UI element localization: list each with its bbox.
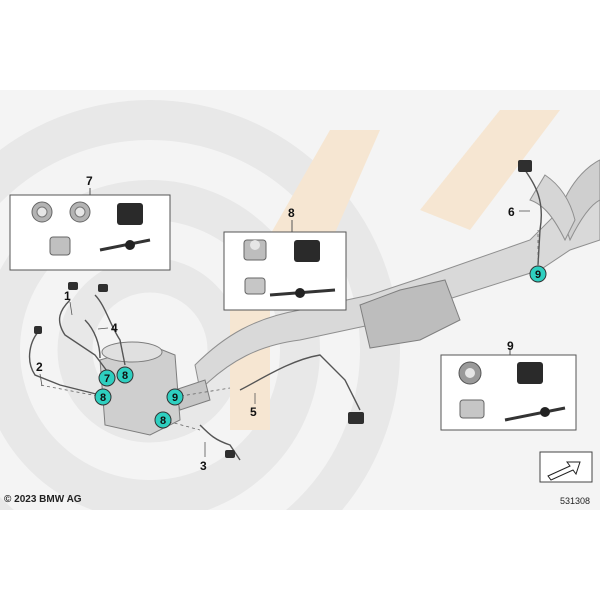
marker-9b: 9 <box>535 269 541 281</box>
marker-7-circle <box>98 369 116 387</box>
parts-box-9 <box>440 348 577 431</box>
marker-8a-circle <box>116 366 134 384</box>
callout-4: 4 <box>111 321 118 335</box>
parts-box-7 <box>9 188 171 271</box>
marker-8b: 8 <box>100 392 106 404</box>
document-number: 531308 <box>560 496 591 506</box>
orientation-arrow-icon <box>539 451 593 483</box>
callout-5: 5 <box>250 405 257 419</box>
marker-9b-circle <box>529 265 547 283</box>
marker-9a-circle <box>166 388 184 406</box>
callout-leaders <box>39 210 530 457</box>
callout-labels: 7 8 9 1 2 3 4 5 6 <box>36 174 515 473</box>
callout-8: 8 <box>288 206 295 220</box>
diagram-svg: 7 8 9 1 2 3 4 5 6 7 <box>0 100 600 600</box>
marker-8c-circle <box>154 411 172 429</box>
connector-icons <box>34 160 532 458</box>
sensor-wires <box>28 169 542 461</box>
copyright-text: © 2023 BMW AG <box>4 494 82 505</box>
parts-box-8 <box>223 220 347 311</box>
marker-8b-circle <box>94 388 112 406</box>
callout-9: 9 <box>507 339 514 353</box>
callout-2: 2 <box>36 360 43 374</box>
callout-7: 7 <box>86 174 93 188</box>
position-markers: 7 8 8 8 9 9 <box>94 265 547 429</box>
marker-7: 7 <box>104 373 110 385</box>
marker-8c: 8 <box>160 415 166 427</box>
callout-6: 6 <box>508 205 515 219</box>
marker-9a: 9 <box>172 392 178 404</box>
callout-1: 1 <box>64 289 71 303</box>
diagram-canvas: 7 8 9 1 2 3 4 5 6 7 <box>0 90 600 600</box>
marker-8a: 8 <box>122 370 128 382</box>
callout-3: 3 <box>200 459 207 473</box>
